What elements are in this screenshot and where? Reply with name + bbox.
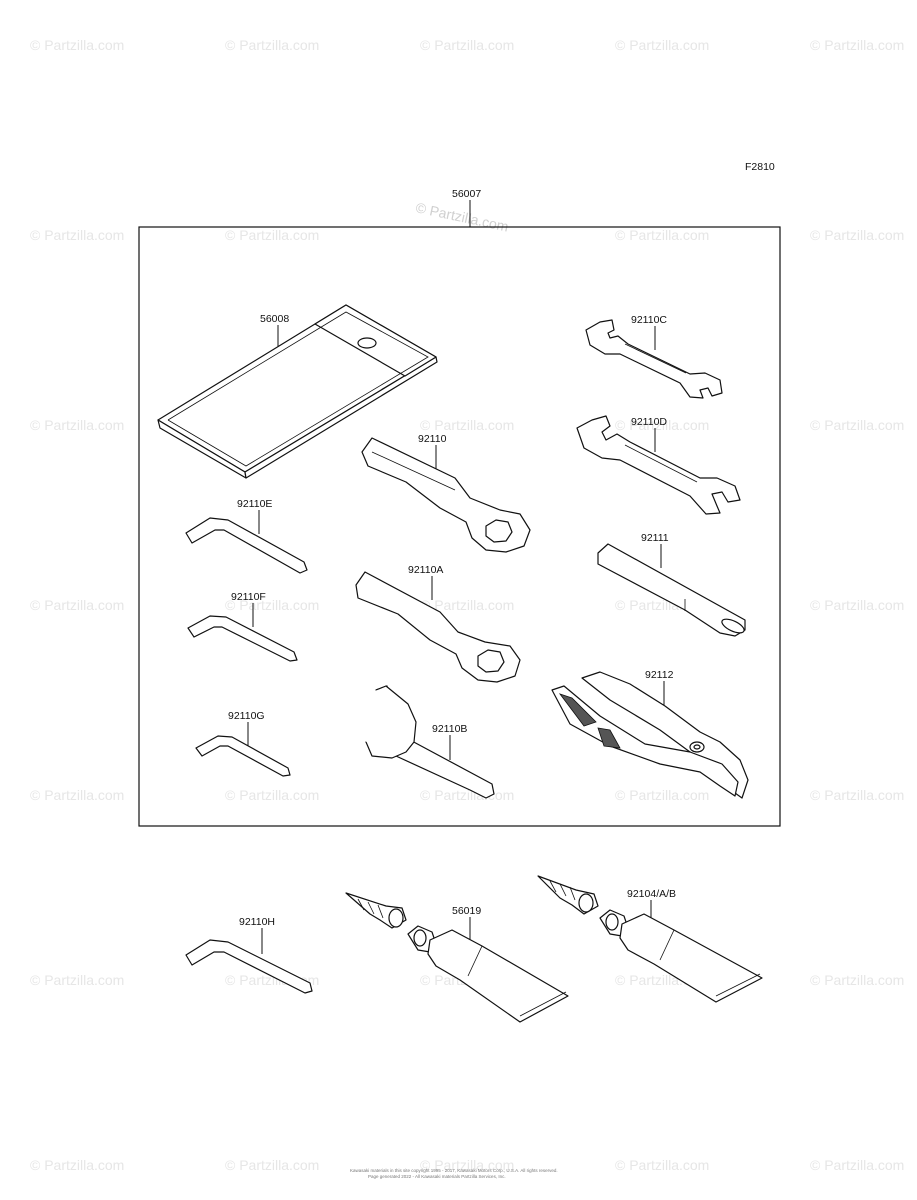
tube-handle-drawing [597, 543, 746, 637]
callout-56007: 56007 [452, 188, 481, 200]
box-end-wrench-a-drawing [355, 571, 521, 683]
watermark: © Partzilla.com [615, 787, 709, 803]
callout-92110: 92110 [418, 433, 447, 445]
callout-92112: 92112 [645, 669, 674, 681]
watermark: © Partzilla.com [810, 227, 904, 243]
watermark: © Partzilla.com [420, 597, 514, 613]
part-92110A[interactable]: 92110A [355, 564, 521, 683]
watermark: © Partzilla.com [615, 417, 709, 433]
pliers-drawing [551, 671, 749, 799]
part-56008[interactable]: 56008 [157, 304, 438, 479]
watermark: © Partzilla.com [810, 1157, 904, 1173]
watermark: © Partzilla.com [810, 972, 904, 988]
sealant-nozzle-drawing [537, 875, 599, 915]
part-56007[interactable]: 56007 [452, 188, 481, 227]
watermark: © Partzilla.com [225, 1157, 319, 1173]
hex-key-e-drawing [185, 517, 308, 574]
sealant-tube-drawing [599, 909, 763, 1003]
callout-92110C: 92110C [631, 314, 667, 326]
open-end-wrench-small-drawing [585, 319, 723, 399]
watermark: © Partzilla.com [615, 37, 709, 53]
figure-code: F2810 [745, 161, 775, 173]
grease-tube-drawing [407, 925, 569, 1023]
kit-frame [138, 226, 781, 827]
hex-key-h-drawing [185, 939, 313, 994]
callout-56019: 56019 [452, 905, 481, 917]
callout-92110H: 92110H [239, 916, 275, 928]
hex-key-f-drawing [187, 615, 298, 662]
watermark: © Partzilla.com [30, 787, 124, 803]
watermark: © Partzilla.com [420, 1157, 514, 1173]
callout-92110D: 92110D [631, 416, 667, 428]
part-56019[interactable]: 56019 [345, 892, 569, 1023]
hook-spanner-drawing [365, 685, 495, 799]
watermark: © Partzilla.com [225, 597, 319, 613]
callout-92110G: 92110G [228, 710, 265, 722]
part-92104AB[interactable]: 92104/A/B [537, 875, 763, 1003]
watermark: © Partzilla.com [420, 37, 514, 53]
footer-copyright: Kawasaki materials in this site copyrigh… [350, 1168, 558, 1173]
watermark: © Partzilla.com [810, 37, 904, 53]
callout-92110A: 92110A [408, 564, 443, 576]
watermark: © Partzilla.com [225, 227, 319, 243]
watermark: © Partzilla.com [420, 417, 514, 433]
watermark: © Partzilla.com [615, 227, 709, 243]
part-92111[interactable]: 92111 [597, 532, 746, 637]
part-92110C[interactable]: 92110C [585, 314, 723, 399]
hex-key-g-drawing [195, 735, 291, 777]
part-92110E[interactable]: 92110E [185, 498, 308, 574]
tool-pouch-drawing [157, 304, 438, 479]
watermark-center: © Partzilla.com [414, 199, 510, 234]
part-92110G[interactable]: 92110G [195, 710, 291, 777]
watermark: © Partzilla.com [30, 417, 124, 433]
part-92110[interactable]: 92110 [361, 433, 531, 553]
part-92112[interactable]: 92112 [551, 669, 749, 799]
watermark: © Partzilla.com [225, 787, 319, 803]
callout-92110F: 92110F [231, 591, 266, 603]
part-92110F[interactable]: 92110F [187, 591, 298, 662]
watermark: © Partzilla.com [30, 1157, 124, 1173]
callout-92110E: 92110E [237, 498, 272, 510]
watermark: © Partzilla.com [810, 417, 904, 433]
part-92110B[interactable]: 92110B [365, 685, 495, 799]
watermark-grid: © Partzilla.com © Partzilla.com © Partzi… [30, 37, 904, 1173]
callout-92110B: 92110B [432, 723, 467, 735]
callout-92111: 92111 [641, 532, 669, 544]
part-92110D[interactable]: 92110D [576, 415, 741, 515]
callout-92104AB: 92104/A/B [627, 888, 676, 900]
part-92110H[interactable]: 92110H [185, 916, 313, 994]
watermark: © Partzilla.com [225, 37, 319, 53]
watermark: © Partzilla.com [30, 972, 124, 988]
callout-56008: 56008 [260, 313, 289, 325]
watermark: © Partzilla.com [810, 787, 904, 803]
open-end-wrench-large-drawing [576, 415, 741, 515]
watermark: © Partzilla.com [30, 37, 124, 53]
watermark: © Partzilla.com [30, 597, 124, 613]
grease-nozzle-drawing [345, 892, 407, 929]
watermark: © Partzilla.com [810, 597, 904, 613]
watermark: © Partzilla.com [615, 1157, 709, 1173]
footer-generated: Page generated 2022 - All Kawasaki mater… [368, 1174, 506, 1179]
watermark: © Partzilla.com [30, 227, 124, 243]
watermark: © Partzilla.com [420, 787, 514, 803]
box-end-wrench-drawing [361, 437, 531, 553]
